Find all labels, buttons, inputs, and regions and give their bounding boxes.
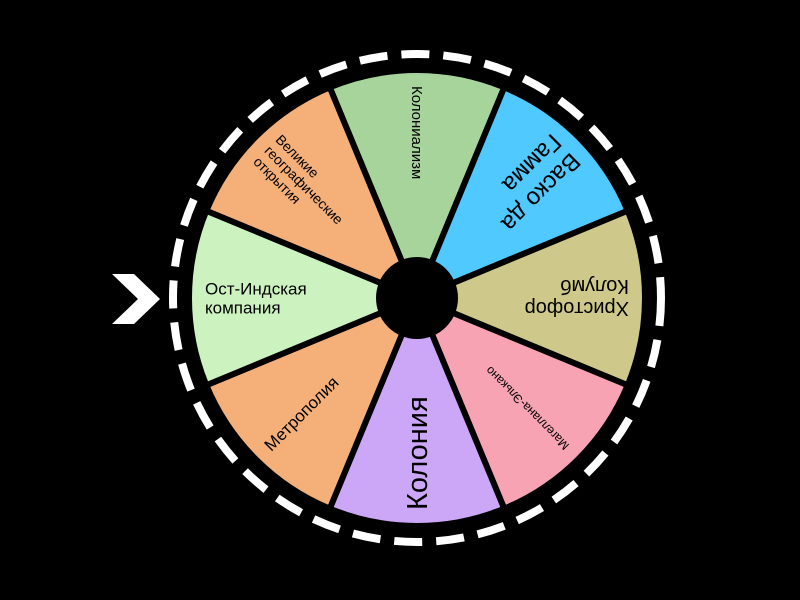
wheel-segment [326, 67, 508, 301]
segment-label-line: Колумб [560, 275, 629, 297]
wheel-segment [414, 207, 648, 389]
wheel-hub[interactable] [376, 257, 458, 339]
chevron-right-icon [112, 274, 160, 324]
segment-label-line: Ост-Индская [205, 279, 307, 298]
segment-label: ХристофорКолумб [525, 275, 629, 319]
wheel-segment [203, 295, 420, 512]
wheel-segment [186, 207, 420, 389]
wheel-segment [414, 295, 631, 512]
segment-label-line: Христофор [525, 297, 629, 319]
dashed-rim [169, 50, 665, 546]
segment-label-line: Колония [402, 396, 434, 510]
wheel-segment [203, 84, 420, 301]
wheel-segment [414, 84, 631, 301]
segment-label: Колония [402, 396, 434, 510]
segment-label: Колониализм [408, 86, 425, 179]
segment-label-line: Колониализм [408, 86, 425, 179]
wheel-segment [326, 295, 508, 529]
segment-label-line: компания [205, 298, 281, 317]
